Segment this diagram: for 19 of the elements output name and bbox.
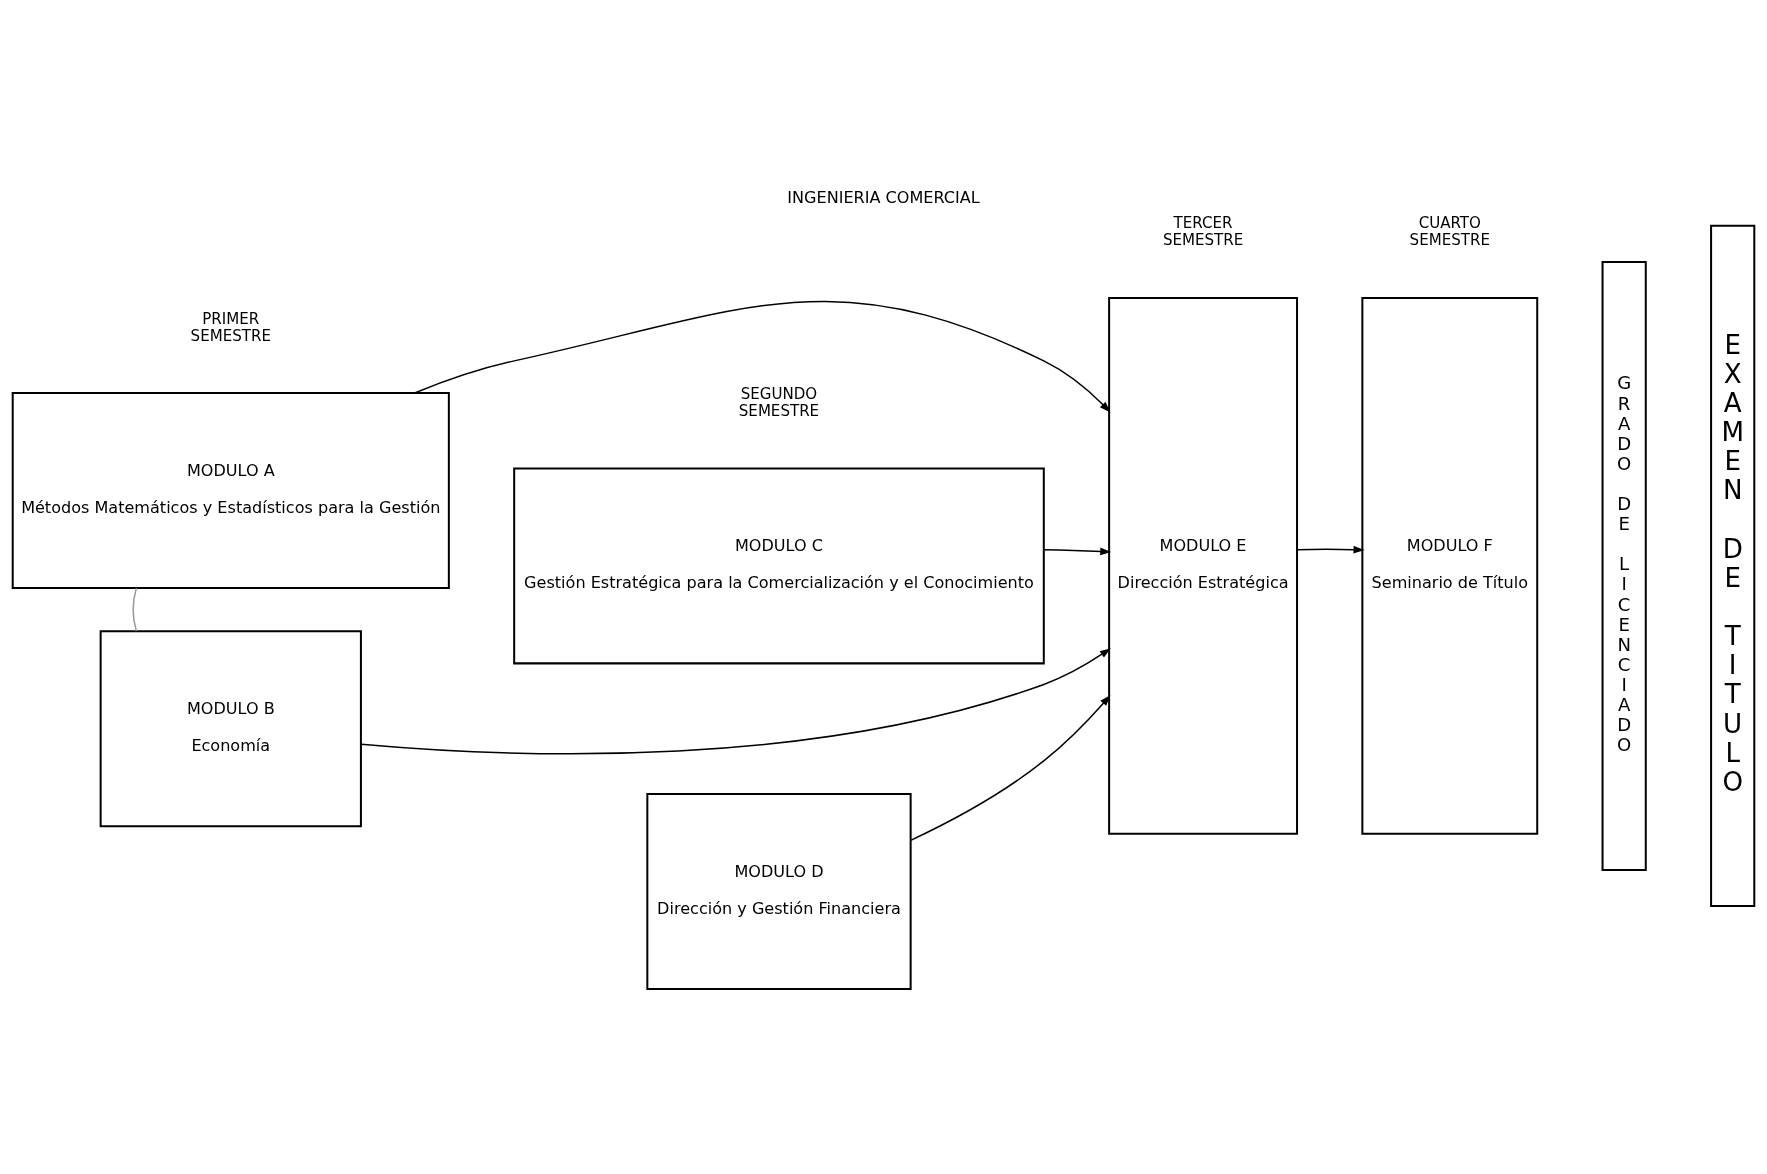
node-box: MODULO A Métodos Matemáticos y Estadísticos para la Gestión [11,391,450,589]
arrow [360,647,1111,754]
connector [132,586,138,632]
label: TERCER SEMESTRE [1162,213,1244,249]
node-box: MODULO B Economía [99,629,362,827]
label: PRIMER SEMESTRE [190,309,271,345]
node-box: MODULO C Gestión Estratégica para la Comercialización y el Conocimiento [513,466,1045,664]
node-box: MODULO F Seminario de Título [1361,296,1539,835]
label: CUARTO SEMESTRE [1409,213,1490,249]
label: SEGUNDO SEMESTRE [738,384,820,420]
arrow [909,694,1111,841]
arrow [1043,547,1112,555]
node-box: EXAMEN DE TITULO [1710,224,1756,907]
arrow [413,300,1111,412]
arrow [1296,545,1365,554]
diagram-title: INGENIERIA COMERCIAL [787,187,980,207]
node-box: MODULO E Dirección Estratégica [1108,296,1299,835]
node-box: GRADO DE LICENCIADO [1601,260,1647,871]
node-box: MODULO D Dirección y Gestión Financiera [646,792,912,990]
